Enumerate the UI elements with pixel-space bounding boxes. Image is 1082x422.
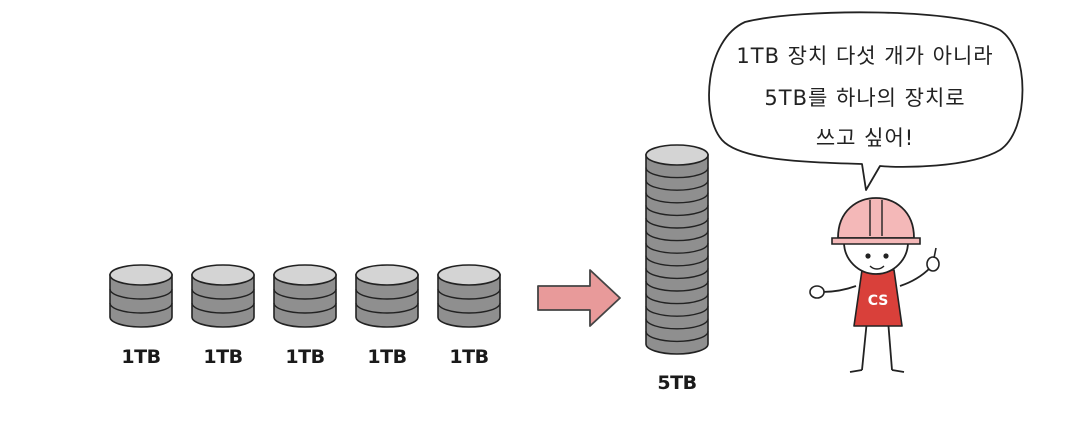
shirt-text: CS: [868, 293, 889, 309]
cs-character: CS: [809, 197, 940, 373]
small-disk-label-5: 1TB: [449, 346, 489, 368]
speech-line-1: 1TB 장치 다섯 개가 아니라: [736, 44, 994, 68]
small-disk-3: [273, 264, 337, 328]
large-disk-label: 5TB: [657, 372, 697, 394]
small-disk-group: [109, 264, 501, 328]
right-hand: [926, 256, 940, 272]
hard-hat-icon: [837, 197, 915, 239]
large-disk: [645, 144, 709, 355]
small-disk-label-2: 1TB: [203, 346, 243, 368]
speech-bubble: [708, 11, 1024, 191]
small-disk-label-4: 1TB: [367, 346, 407, 368]
speech-line-3: 쓰고 싶어!: [815, 126, 915, 150]
speech-line-2: 5TB를 하나의 장치로: [764, 86, 966, 110]
small-disk-label-1: 1TB: [121, 346, 161, 368]
left-hand: [809, 285, 825, 299]
small-disk-label-3: 1TB: [285, 346, 325, 368]
small-disk-2: [191, 264, 255, 328]
small-disk-1: [109, 264, 173, 328]
small-disk-4: [355, 264, 419, 328]
small-disk-5: [437, 264, 501, 328]
right-arrow-icon: [537, 269, 621, 327]
large-disk-stack: [645, 144, 709, 355]
